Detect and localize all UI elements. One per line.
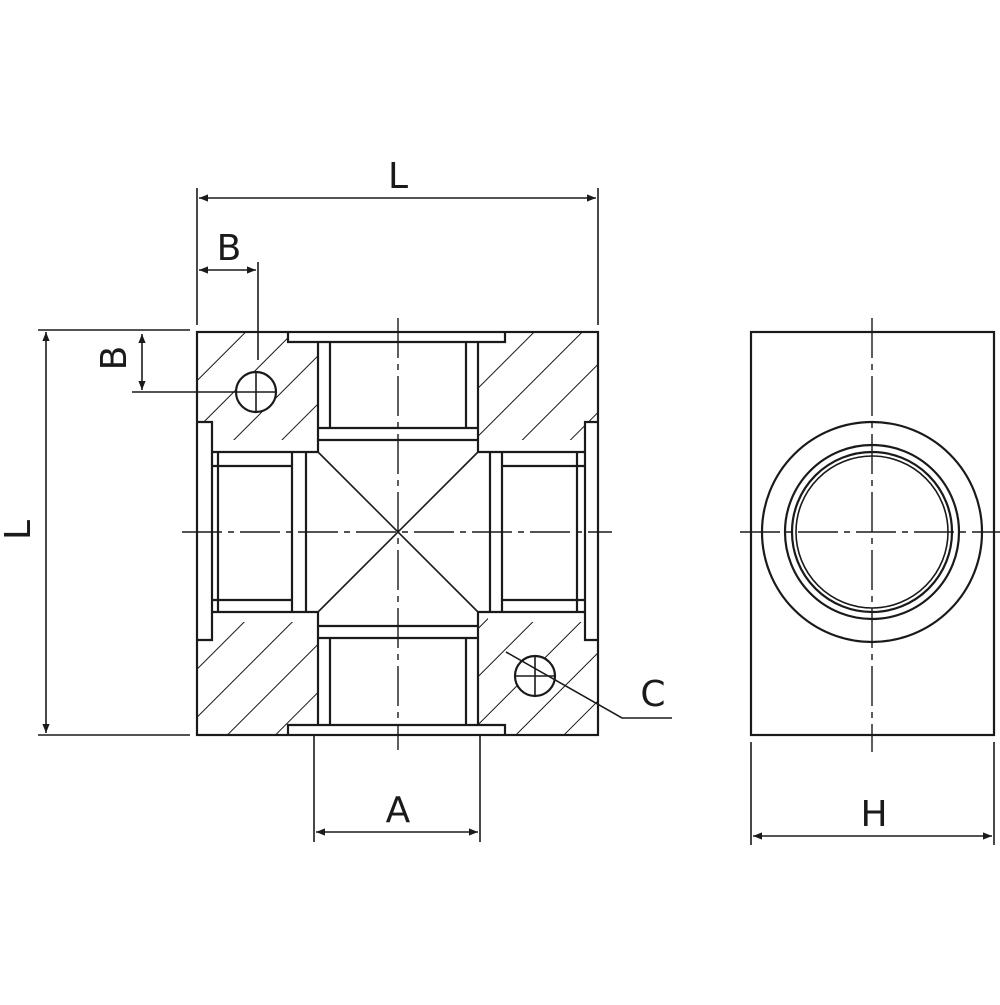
side-view [740,318,1000,752]
label-offset-vertical: B [94,346,135,371]
top-port [286,332,507,452]
dimensions [38,188,995,845]
section-view [182,318,612,750]
side-centerlines [740,318,1000,752]
label-length-side: L [0,520,39,540]
left-port [197,420,318,642]
label-offset-horizontal: B [217,228,242,269]
section-centerlines [182,318,612,750]
bottom-port [286,612,507,735]
label-port-width: A [386,790,411,831]
label-height: H [860,794,887,835]
label-length-top: L [388,156,408,197]
right-port [478,420,598,642]
label-mounting-hole: C [640,674,665,715]
dimension-labels: L B L B A C H [0,156,888,835]
mounting-hole-top [234,370,278,414]
